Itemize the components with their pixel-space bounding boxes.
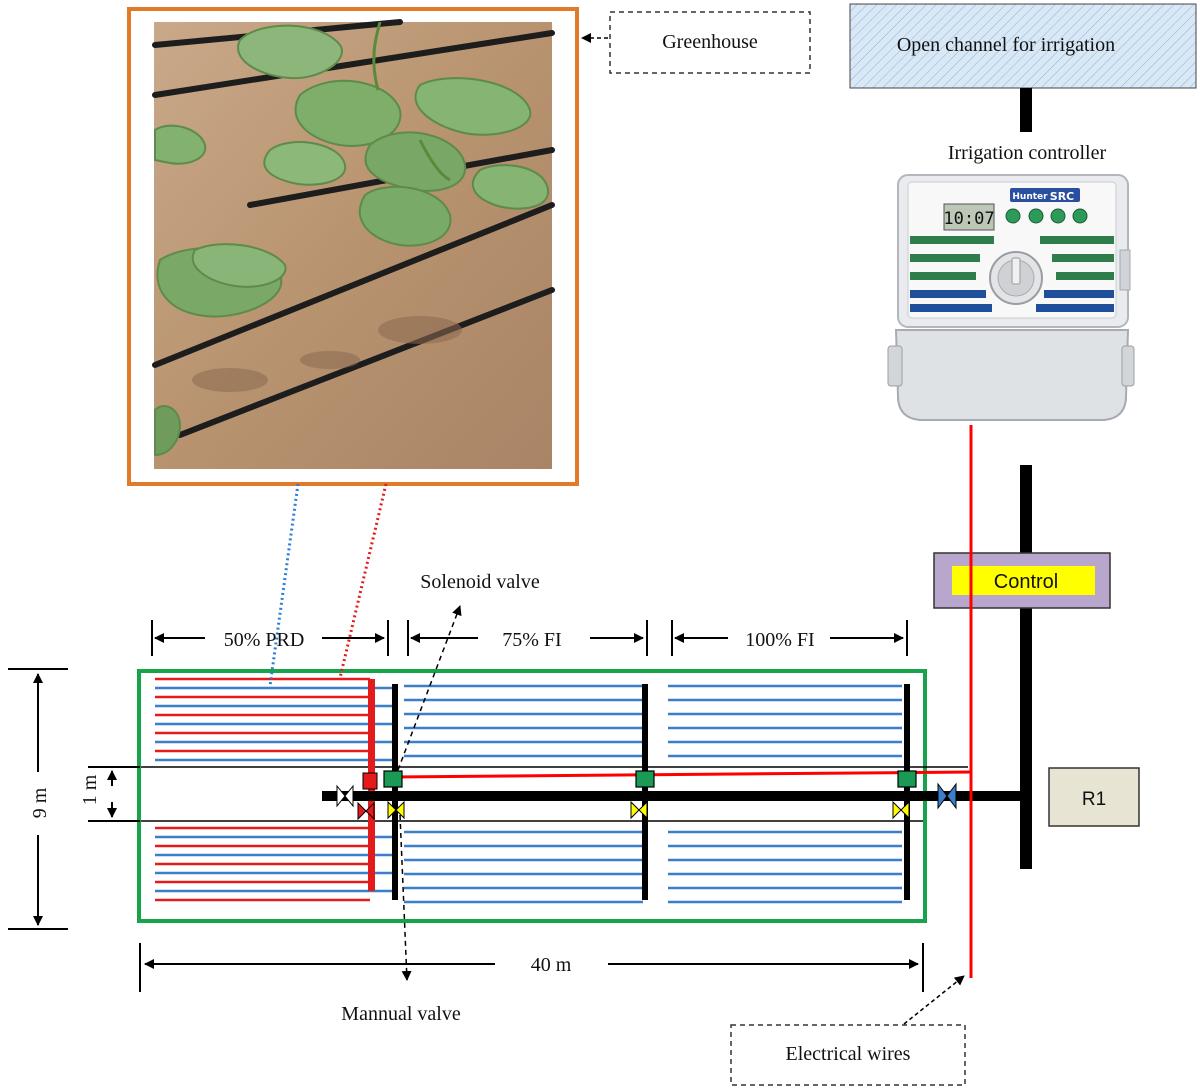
photo-link-red <box>338 483 388 679</box>
treatment-dimensions <box>151 620 908 656</box>
path-width-dimension <box>88 766 140 822</box>
main-supply-pipe <box>1020 465 1032 869</box>
solenoid-valve-label: Solenoid valve <box>420 571 540 593</box>
fi-75-laterals <box>404 684 643 904</box>
control-label-bg <box>952 566 1095 595</box>
controller-buttons <box>1005 208 1088 224</box>
control-label: Control <box>994 571 1058 593</box>
solenoid-valves <box>362 770 917 790</box>
greenhouse-callout: Greenhouse <box>581 11 811 74</box>
controller-model: SRC <box>1050 190 1074 203</box>
open-channel-label: Open channel for irrigation <box>897 34 1115 56</box>
manual-valve-arrow <box>399 814 412 981</box>
solenoid-valve-arrow <box>397 605 462 771</box>
cucumber-leaves <box>154 24 550 457</box>
electrical-wires-box <box>730 1024 966 1086</box>
r1-box <box>1048 767 1140 827</box>
treatment-fi100-label: 100% FI <box>745 629 814 651</box>
electrical-wiring <box>392 425 973 978</box>
controller-cover <box>894 329 1130 421</box>
controller-lcd <box>943 203 995 231</box>
electrical-wires-label: Electrical wires <box>786 1043 911 1065</box>
height-label: 9 m <box>29 787 51 818</box>
manual-valve-label: Mannual valve <box>341 1003 461 1025</box>
photo-link-blue <box>268 483 300 687</box>
r1-unit: R1 <box>1048 767 1140 827</box>
solenoid-valve-prd <box>362 772 378 790</box>
fi-100-laterals <box>668 684 902 904</box>
open-channel-box <box>849 3 1197 89</box>
irrigation-controller-label: Irrigation controller <box>948 142 1107 164</box>
r1-label: R1 <box>1082 789 1106 810</box>
length-label: 40 m <box>531 954 572 976</box>
electrical-wires-arrow <box>903 975 965 1025</box>
treatment-fi75-label: 75% FI <box>502 629 561 651</box>
prd-laterals <box>155 677 392 902</box>
length-dimension <box>139 943 924 992</box>
open-channel: Open channel for irrigation <box>849 3 1197 89</box>
main-distribution-pipe <box>322 791 1028 801</box>
greenhouse-label-box <box>609 11 811 74</box>
controller-brand: Hunter <box>1012 192 1048 202</box>
path-width-label: 1 m <box>79 774 101 805</box>
solenoid-valve-100a <box>635 770 655 788</box>
treatment-prd-label: 50% PRD <box>224 629 305 651</box>
electrical-wires-callout: Electrical wires <box>730 975 966 1086</box>
greenhouse-label: Greenhouse <box>662 31 758 53</box>
greenhouse-photo <box>127 7 579 486</box>
control-unit: Control <box>933 552 1111 609</box>
manual-valves <box>336 782 957 821</box>
solenoid-valve-100b <box>897 770 917 788</box>
height-dimension <box>8 668 68 930</box>
irrigation-controller-device: 10:07 Hunter SRC <box>887 174 1135 421</box>
controller-clock: 10:07 <box>943 209 994 229</box>
channel-pipe <box>1020 88 1032 132</box>
solenoid-valve-75 <box>383 770 403 788</box>
